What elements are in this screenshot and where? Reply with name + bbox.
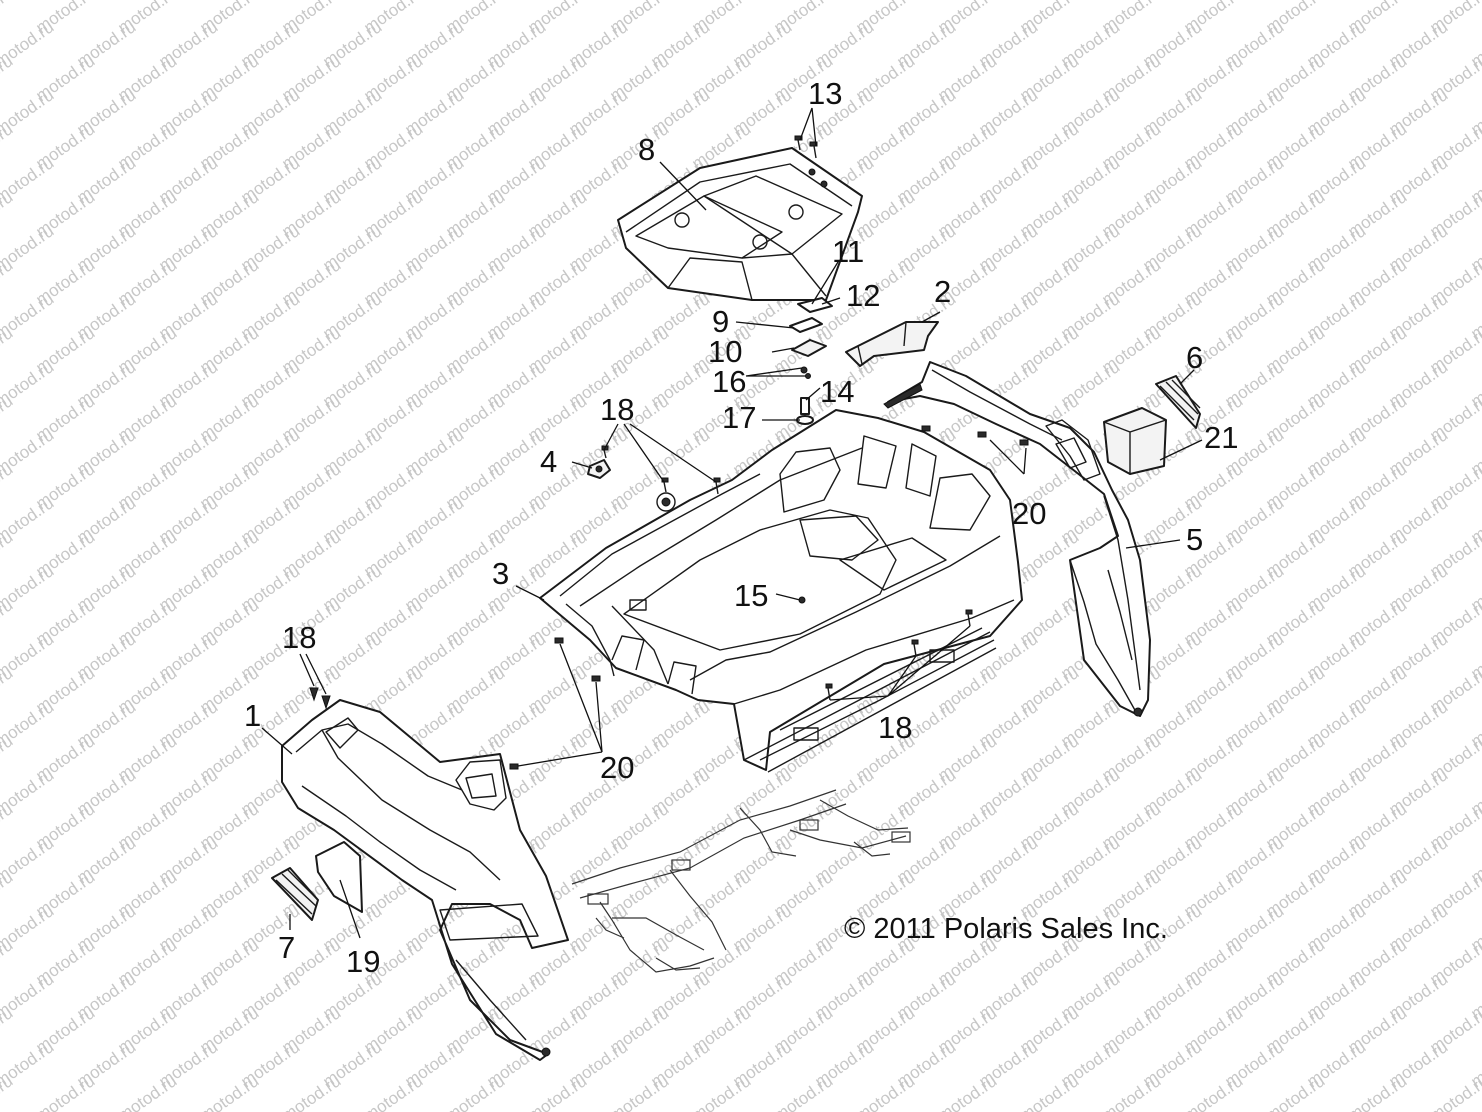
copyright-notice: © 2011 Polaris Sales Inc. [844,913,1168,945]
watermark-text: motod.ru [196,1071,262,1112]
part-1-left-panel [281,699,569,1061]
part-3-cargo-box [539,409,1023,773]
callout-18-left: 18 [282,620,316,655]
callout-8: 8 [638,132,655,167]
callout-11: 11 [832,234,864,269]
watermark-text: motod.ru [1344,1071,1410,1112]
callout-14: 14 [820,374,854,409]
watermark-text: motod.ru [1262,1071,1328,1112]
callout-10: 10 [708,334,742,369]
callout-4: 4 [540,444,557,479]
watermark-text: motod.ru [1180,1071,1246,1112]
frame-structure [571,789,911,973]
part-6-grille [1155,375,1201,429]
callout-6: 6 [1186,340,1203,375]
part-5-right-panel [883,361,1151,717]
watermark-text: motod.ru [770,1071,836,1112]
part-13-screws [794,135,818,159]
callout-18-top: 18 [600,392,634,427]
callout-16: 16 [712,364,746,399]
watermark-text: motod.ru [32,1071,98,1112]
watermark-text: motod.ru [1016,1071,1082,1112]
callout-9: 9 [712,304,729,339]
callout-5: 5 [1186,522,1203,557]
part-4-nut [587,459,611,479]
part-19-pad [315,841,363,913]
part-7-grille [271,867,319,921]
callout-7: 7 [278,930,295,965]
watermark-text: motod.ru [1098,1071,1164,1112]
leader-lines [261,107,1203,939]
watermark-text: motod.ru [852,1071,918,1112]
watermark-text: motod.ru [606,1071,672,1112]
watermark-text: motod.ru [1426,1071,1482,1112]
watermark-text: motod.ru [688,1071,754,1112]
callout-18-bottom: 18 [878,710,912,745]
watermark-text: motod.ru [442,1071,508,1112]
callout-12: 12 [846,278,880,313]
callout-20-left: 20 [600,750,634,785]
callout-19: 19 [346,944,380,979]
part-2-bracket [845,321,939,367]
callout-17: 17 [722,400,756,435]
watermark-text: motod.ru [524,1071,590,1112]
callouts: 8 13 11 12 2 9 10 16 14 17 18 6 21 4 20 … [244,76,1238,979]
callout-15: 15 [734,578,768,613]
watermark-text: motod.ru [114,1071,180,1112]
fasteners [309,425,1029,770]
watermark-text: motod.ru [278,1071,344,1112]
watermark-text: motod.ru [360,1071,426,1112]
callout-20-right: 20 [1012,496,1046,531]
part-8-cover [617,147,863,301]
callout-2: 2 [934,274,951,309]
callout-13: 13 [808,76,842,111]
watermark-text: motod.ru [1467,1105,1482,1112]
callout-3: 3 [492,556,509,591]
watermark-text: motod.ru [934,1071,1000,1112]
callout-21: 21 [1204,420,1238,455]
part-21-pad [1103,407,1167,475]
watermark-text: motod.ru [0,0,16,37]
latch-stack [789,297,833,379]
callout-1: 1 [244,698,261,733]
